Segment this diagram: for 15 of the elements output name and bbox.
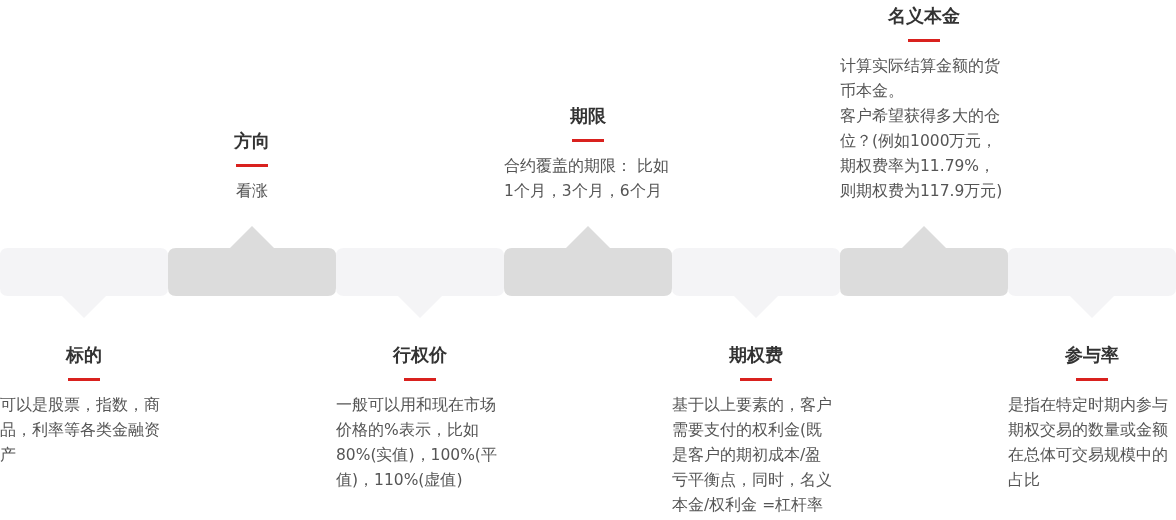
- item-title: 期权费: [728, 343, 784, 367]
- item-title: 期限: [569, 104, 607, 128]
- item-description: 基于以上要素的，客户需要支付的权利金(既是客户的期初成本/盈亏平衡点，同时，名义本金/权利金 =杠杆率: [672, 395, 833, 516]
- item-description: 计算实际结算金额的货币本金。: [840, 56, 1001, 102]
- item-description: 合约覆盖的期限： 比如1个月，3个月，6个月: [504, 156, 670, 202]
- item-title: 参与率: [1064, 343, 1120, 367]
- item-description: 看涨: [235, 181, 269, 202]
- item-title: 标的: [64, 343, 103, 367]
- item-description: 可以是股票，指数，商品，利率等各类金融资产: [0, 395, 161, 466]
- item-title: 方向: [233, 129, 271, 153]
- item-description: 一般可以用和现在市场价格的%表示，比如80%(实值)，100%(平值)，110%(虚值): [336, 395, 498, 491]
- item-title: 行权价: [391, 343, 448, 367]
- item-description: 是指在特定时期内参与期权交易的数量或金额在总体可交易规模中的占比: [1008, 395, 1169, 491]
- item-title: 名义本金: [887, 4, 961, 28]
- item-description: 客户希望获得多大的仓位？(例如1000万元，期权费率为11.79%，则期权费为117.9万元): [840, 106, 1004, 202]
